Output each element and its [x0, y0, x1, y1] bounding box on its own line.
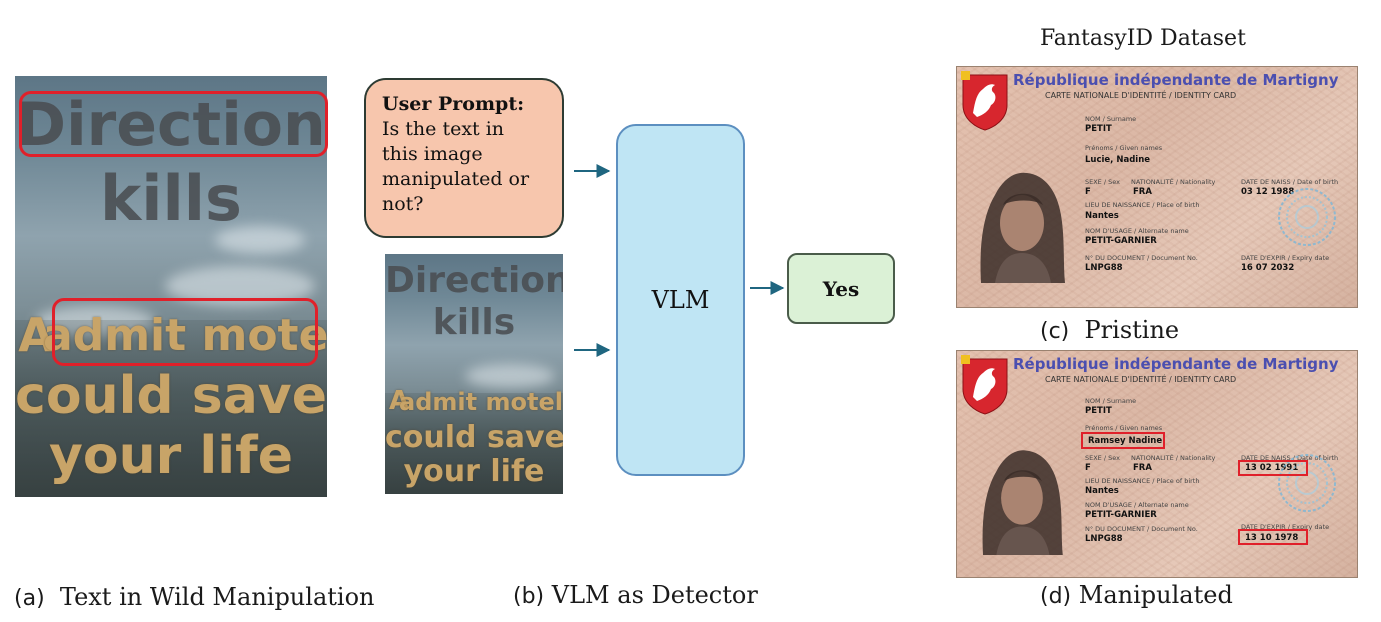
security-rosette-icon — [1278, 188, 1336, 246]
value-nationality: FRA — [1133, 463, 1152, 473]
value-docno: LNPG88 — [1085, 263, 1123, 273]
photo-word-a: A — [18, 308, 54, 362]
label-alt: NOM D'USAGE / Alternate name — [1085, 501, 1189, 509]
value-surname: PETIT — [1085, 406, 1112, 416]
label-dob: DATE DE NAISS / Date of birth — [1241, 178, 1339, 186]
label-pob: LIEU DE NAISSANCE / Place of birth — [1085, 201, 1200, 209]
highlight-dob — [1238, 460, 1308, 476]
value-given: Ramsey Nadine — [1088, 436, 1163, 446]
value-alt: PETIT-GARNIER — [1085, 236, 1157, 246]
value-dob: 13 02 1991 — [1245, 463, 1299, 473]
output-label: Yes — [822, 276, 860, 301]
value-pob: Nantes — [1085, 211, 1119, 221]
caption-d: (d) Manipulated — [1040, 581, 1233, 609]
label-given: Prénoms / Given names — [1085, 144, 1163, 152]
coat-of-arms-icon — [961, 355, 1008, 415]
label-surname: NOM / Surname — [1085, 115, 1137, 123]
id-subheader: CARTE NATIONALE D'IDENTITÉ / IDENTITY CA… — [1045, 91, 1237, 100]
caption-c-text: Pristine — [1084, 316, 1180, 344]
thumb-word-could-save: could save — [385, 420, 563, 455]
coat-of-arms-icon — [961, 71, 1008, 131]
wild-photo: Direction kills A admit motel could save… — [15, 76, 327, 497]
caption-d-tag: (d) — [1040, 584, 1072, 609]
value-surname: PETIT — [1085, 124, 1112, 134]
photo-word-admit-motel: admit motel — [43, 310, 327, 361]
label-given: Prénoms / Given names — [1085, 424, 1163, 432]
highlight-expiry — [1238, 529, 1308, 545]
value-sex: F — [1085, 463, 1091, 473]
output-yes-box: Yes — [787, 253, 895, 324]
label-docno: N° DU DOCUMENT / Document No. — [1085, 525, 1198, 533]
photo-word-could-save: could save — [15, 366, 327, 426]
caption-c-tag: (c) — [1040, 319, 1070, 344]
caption-d-text: Manipulated — [1078, 581, 1233, 609]
prompt-line: manipulated or — [382, 168, 530, 190]
vlm-block: VLM — [616, 124, 745, 476]
value-docno: LNPG88 — [1085, 534, 1123, 544]
caption-b-text: VLM as Detector — [551, 581, 758, 609]
thumb-word-direction: Direction — [385, 260, 563, 301]
prompt-line: Is the text in — [382, 118, 505, 140]
input-image-thumbnail: Direction kills A admit motel could save… — [385, 254, 563, 494]
highlight-given-name — [1081, 432, 1165, 449]
portrait-photo — [980, 172, 1065, 283]
label-surname: NOM / Surname — [1085, 397, 1137, 405]
thumb-word-a: A — [388, 386, 410, 416]
highlight-admit-motel — [52, 298, 318, 366]
value-alt: PETIT-GARNIER — [1085, 510, 1157, 520]
thumb-word-admit-motel: admit motel — [399, 388, 563, 416]
caption-b: (b) VLM as Detector — [513, 581, 758, 609]
label-nationality: NATIONALITÉ / Nationality — [1131, 454, 1216, 462]
prompt-line: this image — [382, 143, 483, 165]
prompt-title: User Prompt: — [382, 93, 525, 115]
label-expiry: DATE D'EXPIR / Expiry date — [1241, 523, 1330, 531]
label-pob: LIEU DE NAISSANCE / Place of birth — [1085, 477, 1200, 485]
label-docno: N° DU DOCUMENT / Document No. — [1085, 254, 1198, 262]
id-card-manipulated: République indépendante de Martigny CART… — [956, 350, 1358, 578]
value-expiry: 13 10 1978 — [1245, 533, 1299, 543]
photo-word-kills: kills — [100, 162, 242, 235]
prompt-line: not? — [382, 193, 424, 215]
caption-b-tag: (b) — [513, 584, 545, 609]
caption-a: (a) Text in Wild Manipulation — [14, 583, 374, 611]
value-pob: Nantes — [1085, 486, 1119, 496]
value-dob: 03 12 1988 — [1241, 187, 1295, 197]
value-sex: F — [1085, 187, 1091, 197]
thumb-word-kills: kills — [432, 302, 516, 343]
label-dob: DATE DE NAISS / Date of birth — [1241, 454, 1339, 462]
label-alt: NOM D'USAGE / Alternate name — [1085, 227, 1189, 235]
dataset-title: FantasyID Dataset — [1040, 26, 1246, 51]
photo-word-direction: Direction — [16, 90, 326, 160]
caption-a-tag: (a) — [14, 586, 45, 611]
id-header: République indépendante de Martigny — [1013, 355, 1339, 373]
id-subheader: CARTE NATIONALE D'IDENTITÉ / IDENTITY CA… — [1045, 375, 1237, 384]
portrait-photo — [982, 450, 1063, 555]
label-sex: SEXE / Sex — [1085, 454, 1120, 462]
label-expiry: DATE D'EXPIR / Expiry date — [1241, 254, 1330, 262]
caption-c: (c) Pristine — [1040, 316, 1179, 344]
label-nationality: NATIONALITÉ / Nationality — [1131, 178, 1216, 186]
id-card-pristine: République indépendante de Martigny CART… — [956, 66, 1358, 308]
value-nationality: FRA — [1133, 187, 1152, 197]
label-sex: SEXE / Sex — [1085, 178, 1120, 186]
value-given: Lucie, Nadine — [1085, 155, 1151, 165]
highlight-direction — [19, 91, 328, 157]
value-expiry: 16 07 2032 — [1241, 263, 1295, 273]
thumb-word-your-life: your life — [403, 454, 545, 489]
photo-word-your-life: your life — [49, 426, 293, 486]
user-prompt-box: User Prompt: Is the text in this image m… — [364, 78, 564, 238]
id-header: République indépendante de Martigny — [1013, 71, 1339, 89]
caption-a-text: Text in Wild Manipulation — [59, 583, 375, 611]
vlm-label: VLM — [651, 286, 710, 314]
